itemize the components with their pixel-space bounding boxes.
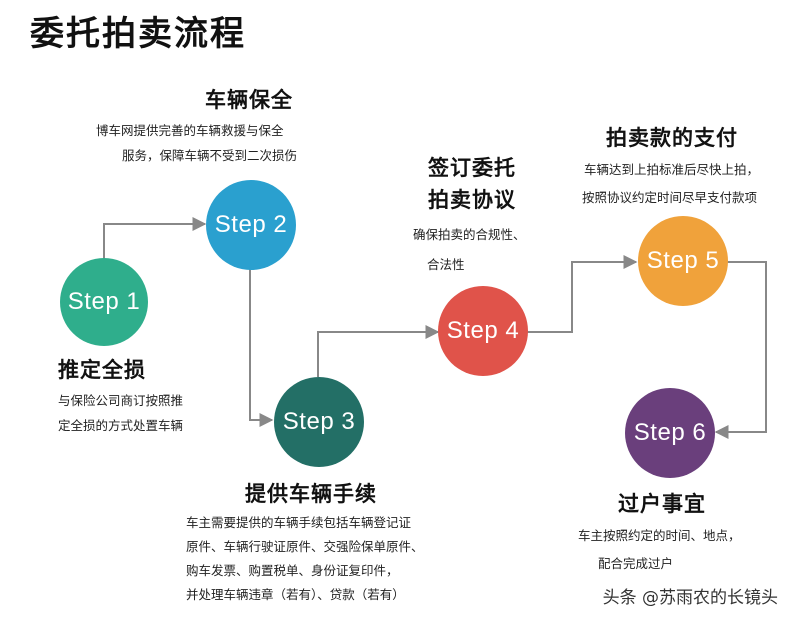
step-1-heading: 推定全损: [58, 358, 146, 382]
step-4-heading-line-2: 拍卖协议: [428, 188, 516, 212]
step-4-description: 确保拍卖的合规性、 合法性: [413, 220, 526, 280]
step-2-desc-line: 博车网提供完善的车辆救援与保全: [96, 123, 284, 138]
page-title: 委托拍卖流程: [30, 14, 246, 54]
watermark: 头条 @苏雨农的长镜头: [602, 588, 778, 608]
step-2-description: 博车网提供完善的车辆救援与保全 服务，保障车辆不受到二次损伤: [96, 118, 297, 168]
step-1-desc-line: 与保险公司商订按照推: [58, 393, 184, 408]
step-4-heading-line-1: 签订委托: [428, 156, 516, 180]
arrow-1-to-2: [103, 217, 207, 264]
arrow-3-to-4: [317, 325, 440, 377]
step-5-desc-line: 车辆达到上拍标准后尽快上拍，: [584, 162, 760, 177]
step-6-desc-line: 配合完成过户: [598, 556, 674, 571]
step-1-circle: Step 1: [60, 258, 148, 346]
step-6-desc-line: 车主按照约定的时间、地点，: [578, 528, 741, 543]
step-3-circle: Step 3: [274, 377, 364, 467]
step-4-desc-line: 合法性: [427, 257, 465, 272]
step-3-desc-line: 购车发票、购置税单、身份证复印件，: [186, 563, 399, 578]
step-5-circle: Step 5: [638, 216, 728, 306]
step-1-description: 与保险公司商订按照推 定全损的方式处置车辆: [58, 388, 183, 438]
step-5-description: 车辆达到上拍标准后尽快上拍， 按照协议约定时间尽早支付款项: [582, 156, 760, 212]
step-2-circle: Step 2: [206, 180, 296, 270]
step-3-desc-line: 原件、车辆行驶证原件、交强险保单原件、: [186, 539, 424, 554]
step-6-circle: Step 6: [625, 388, 715, 478]
step-2-heading: 车辆保全: [205, 88, 293, 112]
step-5-desc-line: 按照协议约定时间尽早支付款项: [582, 190, 758, 205]
step-4-desc-line: 确保拍卖的合规性、: [413, 227, 526, 242]
arrow-5-to-6: [714, 261, 767, 439]
step-3-desc-line: 车主需要提供的车辆手续包括车辆登记证: [186, 515, 412, 530]
arrow-4-to-5: [526, 255, 638, 333]
step-3-description: 车主需要提供的车辆手续包括车辆登记证 原件、车辆行驶证原件、交强险保单原件、 购…: [186, 511, 424, 607]
arrow-2-to-3: [249, 268, 274, 427]
step-3-desc-line: 并处理车辆违章（若有）、贷款（若有）: [186, 587, 405, 602]
step-6-description: 车主按照约定的时间、地点， 配合完成过户: [578, 522, 741, 578]
step-3-heading: 提供车辆手续: [245, 482, 377, 506]
step-4-circle: Step 4: [438, 286, 528, 376]
step-2-desc-line: 服务，保障车辆不受到二次损伤: [122, 148, 298, 163]
step-1-desc-line: 定全损的方式处置车辆: [58, 418, 184, 433]
step-5-heading: 拍卖款的支付: [606, 126, 738, 150]
step-6-heading: 过户事宜: [618, 492, 706, 516]
